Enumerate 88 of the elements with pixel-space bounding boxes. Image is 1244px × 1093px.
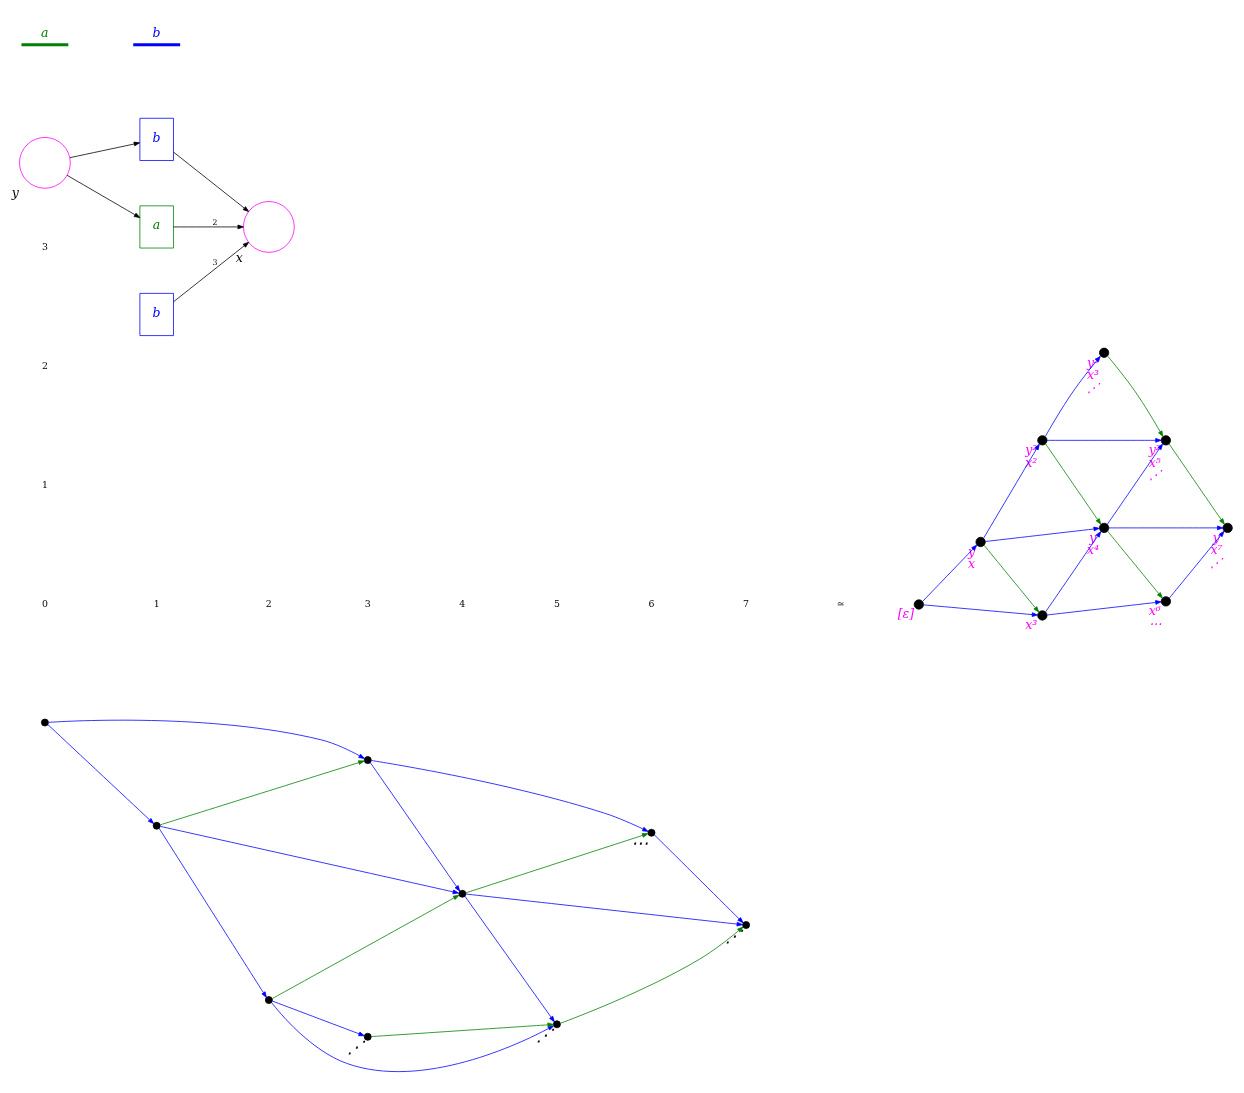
arrow <box>1045 443 1102 525</box>
arrow <box>983 443 1040 538</box>
arrow <box>985 526 1100 542</box>
arrow <box>465 832 649 893</box>
arrow <box>160 825 459 894</box>
node-circle <box>363 1032 372 1041</box>
node-label: ⋯ <box>1148 615 1162 631</box>
node-circle <box>742 920 750 929</box>
label: 7 <box>743 597 750 609</box>
arrow <box>1106 443 1163 525</box>
arrow <box>560 926 744 1024</box>
node-circle <box>1037 609 1048 621</box>
node-label: ⋰ <box>1086 379 1100 395</box>
arrow <box>1168 443 1225 525</box>
arrow <box>371 759 649 832</box>
node-label: x <box>235 249 243 265</box>
arrow <box>69 141 140 158</box>
node-circle <box>975 536 986 547</box>
label: 0 <box>41 597 48 609</box>
arrow <box>1045 530 1102 612</box>
label: 4 <box>459 597 466 609</box>
label: ≃ <box>836 597 845 609</box>
legend-label: a <box>40 24 49 40</box>
arrow <box>1044 355 1101 437</box>
node-label: x⁶ <box>1148 602 1161 618</box>
label: 1 <box>41 478 48 490</box>
arrow <box>271 1000 365 1036</box>
arrow <box>371 1022 554 1037</box>
arrow <box>465 893 743 926</box>
node-circle <box>152 821 161 830</box>
node-circle <box>1099 347 1110 358</box>
node-circle <box>1160 434 1171 445</box>
label: 2 <box>265 597 272 609</box>
arrow <box>158 827 267 998</box>
arrow <box>1107 530 1163 598</box>
node-label: ⋰ <box>347 1036 365 1057</box>
arrow <box>66 174 141 218</box>
node-circle <box>41 718 49 726</box>
node-label: [ε] <box>897 605 915 621</box>
node-circle <box>553 1019 561 1028</box>
arrow <box>983 544 1040 612</box>
label: 6 <box>648 597 655 609</box>
node-circle <box>1037 434 1048 445</box>
node-circle <box>264 995 273 1004</box>
node-label: y² <box>1148 441 1161 457</box>
arrow <box>654 834 744 923</box>
arrow <box>159 759 365 825</box>
node-circle <box>458 889 467 898</box>
label: 1 <box>153 597 160 609</box>
edge-label: 3 <box>212 257 218 267</box>
arrow <box>922 544 978 602</box>
node-circle <box>647 828 656 837</box>
node-circle <box>1099 522 1110 533</box>
node-label: x³ <box>1025 616 1038 632</box>
node-label: ⋯ <box>630 832 648 853</box>
edge-label: 2 <box>212 217 218 227</box>
label: 3 <box>364 597 371 609</box>
label: 3 <box>41 240 48 252</box>
arrow <box>48 719 365 759</box>
arrow <box>271 894 460 999</box>
arrow <box>173 241 249 302</box>
arrow <box>271 1001 554 1072</box>
arrow <box>464 895 555 1022</box>
arrow <box>173 224 244 229</box>
node-box: b <box>139 292 174 336</box>
node-circle <box>913 598 924 610</box>
arrow <box>923 603 1039 617</box>
arrow <box>369 761 461 892</box>
node-box: b <box>139 117 174 161</box>
legend-label: b <box>152 24 161 40</box>
arrow <box>47 723 154 824</box>
node-circle <box>1160 595 1171 606</box>
label: 5 <box>553 597 560 609</box>
arrow <box>1046 437 1162 443</box>
node-box: a <box>139 204 174 248</box>
arrow <box>1107 355 1164 437</box>
arrow <box>1108 525 1224 530</box>
node-circle <box>363 755 372 764</box>
arrow <box>1046 599 1162 615</box>
label: 2 <box>41 359 48 371</box>
arrow <box>173 151 249 212</box>
node-label: ⋰ <box>725 925 743 945</box>
node-label: ⋰ <box>1210 554 1224 570</box>
node-circle <box>19 136 71 189</box>
node-circle <box>1222 522 1233 533</box>
node-label: ⋰ <box>536 1024 554 1045</box>
node-label: y <box>11 184 19 200</box>
arrow <box>1169 530 1225 598</box>
